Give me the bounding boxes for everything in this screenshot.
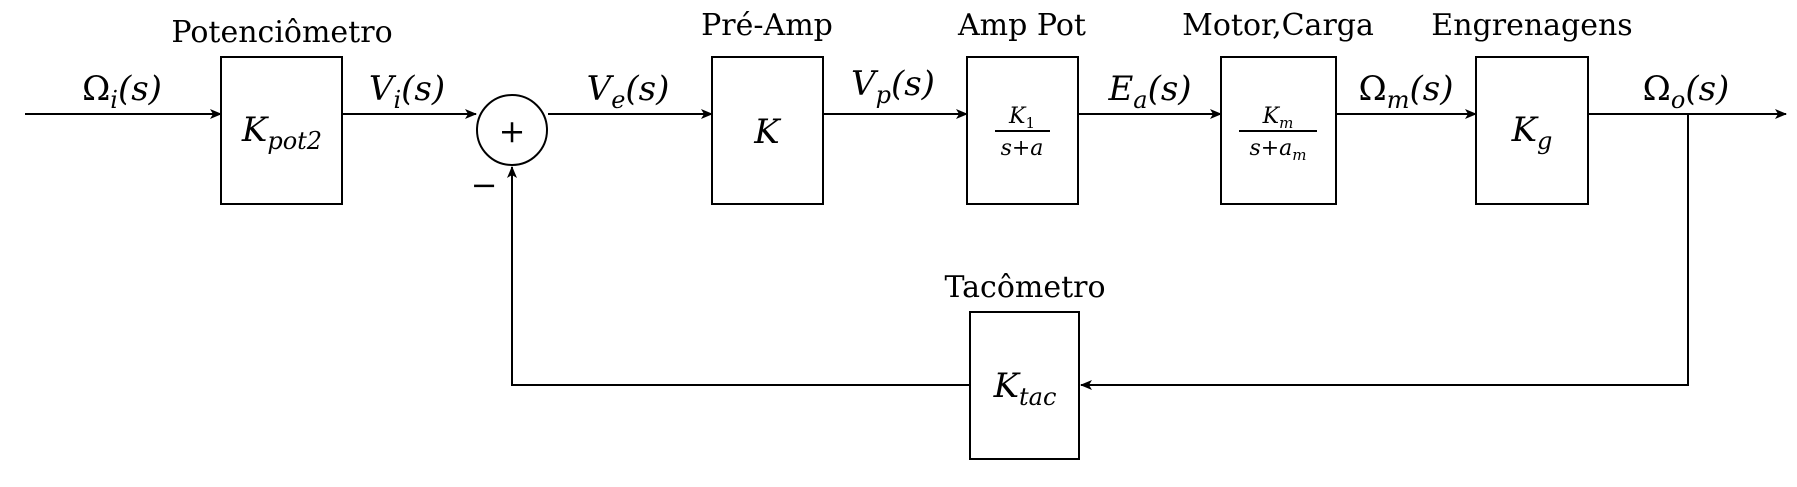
gears-block	[1475, 56, 1589, 205]
signal-label-omega-o: Ωo(s)	[1643, 69, 1730, 114]
motor-load-denominator: s+am	[1249, 136, 1306, 164]
power-amp-title: Amp Pot	[957, 8, 1086, 43]
summing-plus-sign: +	[499, 112, 526, 150]
summing-junction	[476, 94, 548, 166]
potentiometer-title: Potenciômetro	[171, 15, 392, 50]
motor-load-numerator: Km	[1262, 104, 1294, 132]
tachometer-block	[969, 311, 1080, 460]
tachometer-title: Tacômetro	[944, 270, 1105, 305]
preamp-title: Pré-Amp	[701, 8, 833, 43]
preamp-block	[711, 56, 824, 205]
signal-label-vp: Vp(s)	[851, 64, 935, 109]
gears-title: Engrenagens	[1431, 8, 1632, 43]
signal-label-ea: Ea(s)	[1107, 69, 1191, 114]
signal-label-ve: Ve(s)	[587, 69, 670, 114]
power-amp-numerator: K1	[1008, 104, 1035, 132]
signal-label-vi: Vi(s)	[369, 69, 445, 114]
summing-minus-sign: −	[471, 166, 498, 204]
motor-load-title: Motor,Carga	[1182, 8, 1374, 43]
potentiometer-block	[220, 56, 343, 205]
signal-label-omega-m: Ωm(s)	[1359, 69, 1454, 114]
preamp-gain: K	[753, 112, 782, 152]
potentiometer-gain: Kpot2	[241, 110, 322, 155]
tachometer-gain: Ktac	[993, 366, 1057, 411]
signal-label-omega-i: Ωi(s)	[82, 69, 162, 114]
gears-gain: Kg	[1511, 110, 1553, 155]
feedback-line-to-summer	[507, 166, 970, 386]
power-amp-denominator: s+a	[1001, 136, 1044, 161]
feedback-line-to-tachometer	[1080, 114, 1689, 390]
